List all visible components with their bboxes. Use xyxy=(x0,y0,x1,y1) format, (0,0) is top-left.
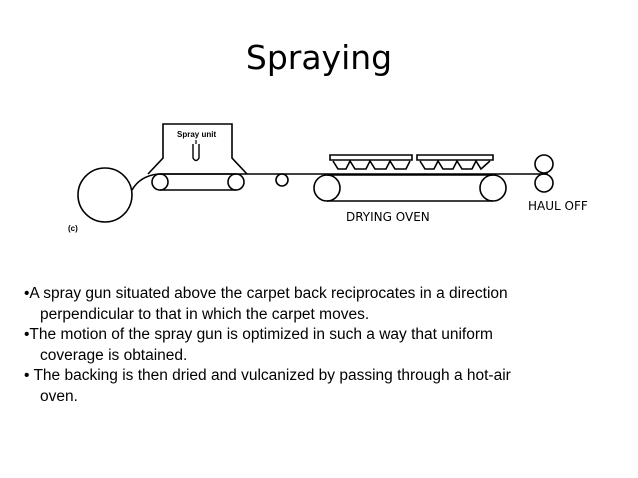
bullet-text: • The backing is then dried and vulcaniz… xyxy=(24,367,511,384)
oven-roller-right xyxy=(479,174,507,202)
bullet-item: •The motion of the spray gun is optimize… xyxy=(24,325,624,366)
bullet-text-continued: oven. xyxy=(40,387,78,405)
conveyor-roller-right xyxy=(227,173,245,191)
spray-gun xyxy=(192,144,200,162)
feed-roll xyxy=(77,167,133,223)
spray-unit-label: Spray unit xyxy=(177,130,216,139)
slide-title: Spraying xyxy=(245,38,393,77)
haul-off-label: HAUL OFF xyxy=(528,199,588,213)
idler-roll xyxy=(275,173,289,187)
bullet-text: •The motion of the spray gun is optimize… xyxy=(24,326,493,343)
haul-off-roll-top xyxy=(534,154,554,174)
bullet-item: •A spray gun situated above the carpet b… xyxy=(24,284,624,325)
bullet-list: •A spray gun situated above the carpet b… xyxy=(24,284,624,407)
haul-off-roll-bottom xyxy=(534,173,554,193)
drying-oven-hood-right xyxy=(416,154,494,161)
panel-label: (c) xyxy=(68,224,78,233)
conveyor-roller-left xyxy=(151,173,169,191)
drying-oven-hood-left xyxy=(329,154,413,161)
drying-oven-nozzles-right xyxy=(419,159,491,171)
drying-oven-nozzles-left xyxy=(332,159,411,170)
bullet-text-continued: perpendicular to that in which the carpe… xyxy=(40,305,370,323)
spray-unit-housing xyxy=(147,123,248,175)
bullet-item: • The backing is then dried and vulcaniz… xyxy=(24,366,624,407)
bullet-text-continued: coverage is obtained. xyxy=(40,346,188,364)
oven-roller-left xyxy=(313,174,341,202)
carpet-lead-in xyxy=(131,173,159,191)
drying-oven-label: DRYING OVEN xyxy=(346,210,430,224)
bullet-text: •A spray gun situated above the carpet b… xyxy=(24,285,508,302)
